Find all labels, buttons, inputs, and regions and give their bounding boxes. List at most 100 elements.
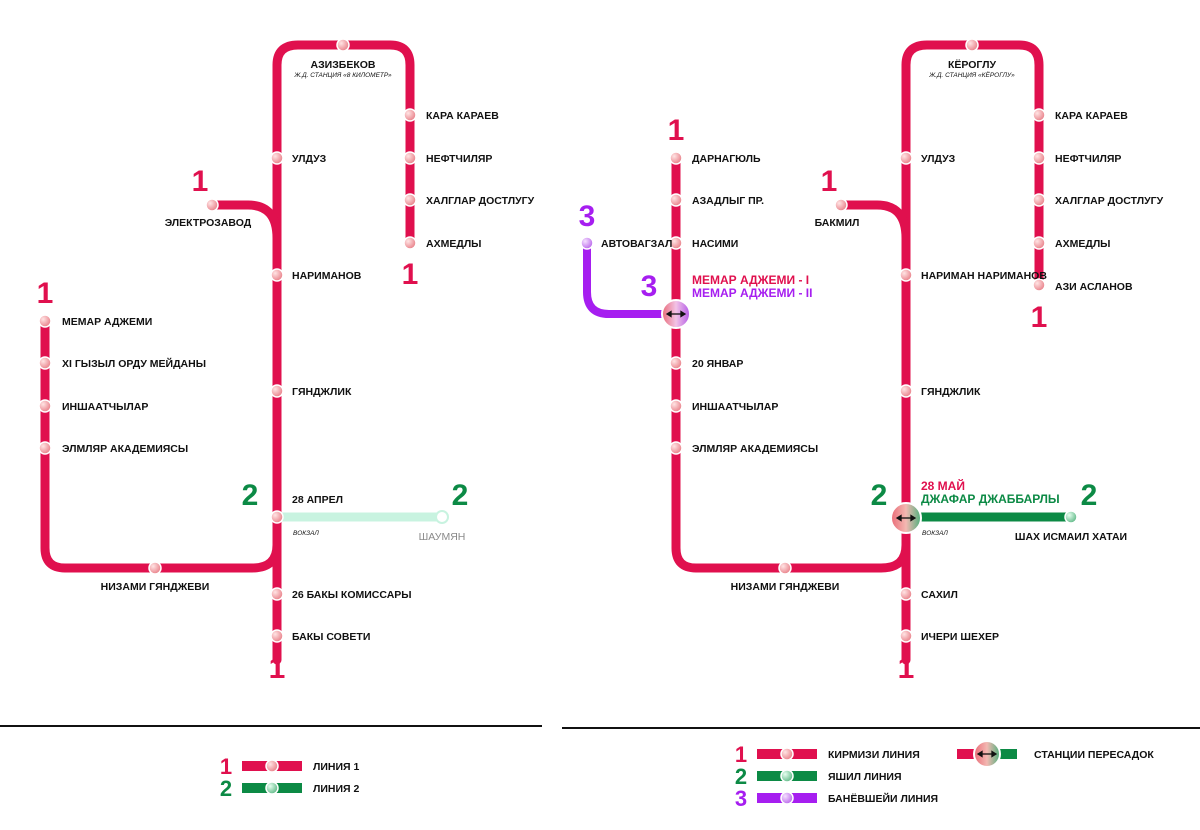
old-legend-line1-label: ЛИНИЯ 1 xyxy=(313,761,360,773)
old-line2-end-right: 2 xyxy=(452,479,469,512)
transfer-arrow-icon xyxy=(895,514,917,522)
new-label-nasimi: НАСИМИ xyxy=(692,238,738,250)
new-legend-red-label: КИРМИЗИ ЛИНИЯ xyxy=(828,749,920,761)
old-label-28-aprel: 28 АПРЕЛ xyxy=(292,494,343,506)
new-station-kara-karaev[interactable] xyxy=(1032,108,1046,122)
new-legend-transfer-label: СТАНЦИИ ПЕРЕСАДОК xyxy=(1034,749,1154,761)
old-label-elektrozavod: ЭЛЕКТРОЗАВОД xyxy=(165,217,252,229)
old-station-nizami[interactable] xyxy=(148,561,162,575)
new-line3-end-memar: 3 xyxy=(641,270,658,303)
old-line1-end-bottom: 1 xyxy=(269,652,286,685)
new-station-darnagyul[interactable] xyxy=(669,151,683,165)
new-station-elmlyar[interactable] xyxy=(669,441,683,455)
new-station-nasimi[interactable] xyxy=(669,236,683,250)
new-label-shah-ismail: ШАХ ИСМАИЛ ХАТАИ xyxy=(1015,531,1127,543)
old-label-inshaatchylar: ИНШААТЧЫЛАР xyxy=(62,401,148,413)
old-legend-line2-num: 2 xyxy=(220,776,232,801)
new-station-20-yanvar[interactable] xyxy=(669,356,683,370)
old-label-memar: МЕМАР АДЖЕМИ xyxy=(62,316,152,328)
old-label-elmlyar: ЭЛМЛЯР АКАДЕМИЯСЫ xyxy=(62,443,188,455)
new-label-ulduz: УЛДУЗ xyxy=(921,153,956,165)
old-station-26-komissary[interactable] xyxy=(270,587,284,601)
old-label-vokzal: ВОКЗАЛ xyxy=(293,530,319,537)
new-legend: 1 КИРМИЗИ ЛИНИЯ 2 ЯШИЛ ЛИНИЯ 3 БАНЁВШЕЙИ… xyxy=(735,740,1154,811)
old-line-1-loop xyxy=(40,315,282,573)
old-label-khalglar: ХАЛГЛАР ДОСТЛУГУ xyxy=(426,195,535,207)
new-label-icheri-sheher: ИЧЕРИ ШЕХЕР xyxy=(921,631,999,643)
old-station-elmlyar[interactable] xyxy=(38,441,52,455)
new-transfer-28-may[interactable] xyxy=(890,502,922,534)
new-station-gyandzhlik[interactable] xyxy=(899,384,913,398)
old-station-kara-karaev[interactable] xyxy=(403,108,417,122)
new-label-azi-aslanov: АЗИ АСЛАНОВ xyxy=(1055,281,1133,293)
old-station-28-aprel[interactable] xyxy=(270,510,284,524)
old-station-shaumyan[interactable] xyxy=(435,510,449,524)
new-line3-end-avtovagzal: 3 xyxy=(579,200,596,233)
new-station-akhmedly[interactable] xyxy=(1032,236,1046,250)
old-line1-end-memar: 1 xyxy=(37,277,54,310)
new-legend-green-label: ЯШИЛ ЛИНИЯ xyxy=(828,771,902,783)
new-label-memar-1: МЕМАР АДЖЕМИ - I xyxy=(692,273,809,287)
old-station-baky-soveti[interactable] xyxy=(270,629,284,643)
old-station-neftchilyar[interactable] xyxy=(403,151,417,165)
old-label-baky-soveti: БАКЫ СОВЕТИ xyxy=(292,631,370,643)
new-station-azadlyg[interactable] xyxy=(669,193,683,207)
new-label-vokzal: ВОКЗАЛ xyxy=(922,530,948,537)
old-label-ulduz: УЛДУЗ xyxy=(292,153,327,165)
old-station-memar[interactable] xyxy=(38,314,52,328)
old-line1-end-left: 1 xyxy=(192,165,209,198)
old-legend: 1 ЛИНИЯ 1 2 ЛИНИЯ 2 xyxy=(220,754,360,801)
old-station-azizbekov[interactable] xyxy=(336,38,350,52)
new-line-3 xyxy=(583,239,680,318)
old-label-kara-karaev: КАРА КАРАЕВ xyxy=(426,110,499,122)
old-station-khalglar[interactable] xyxy=(403,193,417,207)
new-line1-end-bottom: 1 xyxy=(898,652,915,685)
new-station-koroglu[interactable] xyxy=(965,38,979,52)
old-station-xi-gyzyl[interactable] xyxy=(38,356,52,370)
new-legend-purple-num: 3 xyxy=(735,786,747,811)
new-station-nariman-narimanov[interactable] xyxy=(899,268,913,282)
new-station-nizami[interactable] xyxy=(778,561,792,575)
old-station-akhmedly[interactable] xyxy=(403,236,417,250)
new-station-ulduz[interactable] xyxy=(899,151,913,165)
new-station-sahil[interactable] xyxy=(899,587,913,601)
old-label-shaumyan: ШАУМЯН xyxy=(419,531,466,543)
new-legend-transfer-bar-left xyxy=(957,749,987,759)
new-line-1-main xyxy=(901,40,1044,665)
new-transfer-memar[interactable] xyxy=(661,299,691,329)
old-line-1-main xyxy=(272,40,415,665)
old-line1-end-akhmedly: 1 xyxy=(402,258,419,291)
old-legend-line1-dot xyxy=(265,759,279,773)
new-label-koroglu: КЁРОГЛУ xyxy=(948,58,997,71)
transfer-arrow-icon xyxy=(665,310,687,318)
new-line1-end-bakmil: 1 xyxy=(821,165,838,198)
new-station-khalglar[interactable] xyxy=(1032,193,1046,207)
old-label-gyandzhlik: ГЯНДЖЛИК xyxy=(292,386,352,398)
old-line2-end-left: 2 xyxy=(242,479,259,512)
new-station-inshaatchylar[interactable] xyxy=(669,399,683,413)
new-label-dzhafar: ДЖАФАР ДЖАББАРЛЫ xyxy=(921,492,1060,506)
new-legend-green-dot xyxy=(780,769,794,783)
old-station-ulduz[interactable] xyxy=(270,151,284,165)
new-label-bakmil: БАКМИЛ xyxy=(815,217,860,229)
new-station-neftchilyar[interactable] xyxy=(1032,151,1046,165)
new-label-nizami: НИЗАМИ ГЯНДЖЕВИ xyxy=(731,581,840,593)
old-station-narimanov[interactable] xyxy=(270,268,284,282)
new-station-shah-ismail[interactable] xyxy=(1064,510,1078,524)
new-station-icheri-sheher[interactable] xyxy=(899,629,913,643)
new-station-bakmil[interactable] xyxy=(834,198,848,212)
new-map: КЁРОГЛУ Ж.Д. СТАНЦИЯ «КЁРОГЛУ» КАРА КАРА… xyxy=(562,38,1200,811)
old-station-elektrozavod[interactable] xyxy=(205,198,219,212)
new-label-khalglar: ХАЛГЛАР ДОСТЛУГУ xyxy=(1055,195,1164,207)
new-station-avtovagzal[interactable] xyxy=(580,236,594,250)
new-legend-green-num: 2 xyxy=(735,764,747,789)
new-label-memar-2: МЕМАР АДЖЕМИ - II xyxy=(692,286,812,300)
new-station-azi-aslanov[interactable] xyxy=(1032,278,1046,292)
old-station-inshaatchylar[interactable] xyxy=(38,399,52,413)
old-station-gyandzhlik[interactable] xyxy=(270,384,284,398)
new-legend-transfer-bar-right xyxy=(987,749,1017,759)
new-legend-red-dot xyxy=(780,747,794,761)
old-line-1-branch xyxy=(207,200,282,243)
new-line1-end-darnagyul: 1 xyxy=(668,114,685,147)
